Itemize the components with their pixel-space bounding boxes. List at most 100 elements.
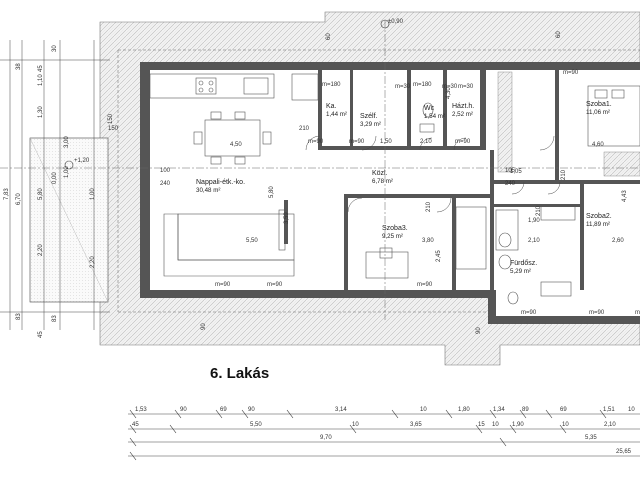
- interior-walls: [284, 70, 640, 290]
- opening-dim-12: m=90: [308, 139, 324, 145]
- left-dim-0: 7,83: [4, 188, 10, 200]
- left-dim-2: 5,80: [38, 188, 44, 200]
- opening-dim-3: m=90: [215, 282, 231, 288]
- opening-dim-1: m=180: [413, 82, 432, 88]
- opening-dim-11: m=30: [458, 84, 474, 90]
- bottom-dim-0-1: 90: [180, 407, 187, 413]
- bottom-dim-1-6: 1,90: [512, 422, 524, 428]
- room-area-5: 11,06 m²: [586, 109, 610, 116]
- room-name-6: Közl.: [372, 170, 388, 177]
- balcony-left: [29, 137, 109, 303]
- bottom-dim-1-3: 3,65: [410, 422, 422, 428]
- opening-dim-19: 100: [160, 168, 171, 174]
- opening-dim-10: m=30: [442, 84, 458, 90]
- bottom-dim-0-6: 1,80: [458, 407, 470, 413]
- interior-dim-14: 4,30: [446, 87, 452, 99]
- opening-dim-2: m=90: [563, 70, 579, 76]
- plan-title: 6. Lakás: [210, 365, 269, 382]
- left-dim-10: 1,10: [38, 74, 44, 86]
- left-dim-5: 3,00: [64, 136, 70, 148]
- interior-dim-7: 5,80: [269, 186, 275, 198]
- opening-dim-20: 240: [160, 181, 171, 187]
- bottom-dim-3-0: 25,65: [616, 449, 632, 455]
- room-name-4: Házt.h.: [452, 103, 474, 110]
- opening-dim-15: 90: [201, 323, 207, 330]
- left-dim-12: 38: [16, 63, 22, 70]
- bottom-dim-0-5: 10: [420, 407, 427, 413]
- section-lines: [0, 19, 640, 320]
- interior-dim-0: 4,50: [230, 142, 242, 148]
- opening-dim-0: m=180: [322, 82, 341, 88]
- opening-dim-6: m=90: [521, 310, 537, 316]
- bottom-dim-1-4: 15: [478, 422, 485, 428]
- interior-dim-3: 2,10: [528, 238, 540, 244]
- room-area-0: 30,48 m²: [196, 187, 220, 194]
- bottom-dim-0-11: 10: [628, 407, 635, 413]
- room-name-3: Wc: [424, 105, 435, 112]
- bottom-dim-0-9: 69: [560, 407, 567, 413]
- opening-dim-8: m=90: [635, 310, 640, 316]
- interior-dim-13: 1,90: [528, 218, 540, 224]
- bottom-dim-1-2: 10: [352, 422, 359, 428]
- level-mark-left: +1,20: [74, 158, 90, 164]
- bottom-dim-0-7: 1,34: [493, 407, 505, 413]
- opening-dim-28: 150: [108, 126, 119, 132]
- left-dimension-lines: [0, 40, 110, 330]
- left-dim-4: 2,20: [90, 256, 96, 268]
- interior-dim-5: 4,60: [592, 142, 604, 148]
- room-name-5: Szoba1.: [586, 101, 612, 108]
- opening-dim-7: m=90: [589, 310, 605, 316]
- bottom-dim-0-3: 90: [248, 407, 255, 413]
- left-dim-1: 6,70: [16, 193, 22, 205]
- opening-dim-5: m=90: [417, 282, 433, 288]
- left-dim-8: 0,00: [52, 172, 58, 184]
- bottom-dim-1-1: 5,50: [250, 422, 262, 428]
- opening-dim-4: m=90: [267, 282, 283, 288]
- bottom-dim-1-5: 10: [492, 422, 499, 428]
- opening-dim-13: m=90: [349, 139, 365, 145]
- room-area-1: 1,44 m²: [326, 111, 347, 118]
- interior-dim-2: 3,80: [422, 238, 434, 244]
- interior-dim-8: 3,59: [284, 212, 290, 224]
- opening-dim-14: m=90: [455, 139, 471, 145]
- room-area-6: 6,78 m²: [372, 178, 393, 185]
- room-area-7: 9,25 m²: [382, 233, 403, 240]
- room-name-8: Fürdősz.: [510, 260, 537, 267]
- bottom-dim-0-4: 3,14: [335, 407, 347, 413]
- bottom-dim-1-7: 10: [562, 422, 569, 428]
- bottom-dim-2-0: 9,70: [320, 435, 332, 441]
- interior-dim-12: 2,10: [420, 139, 432, 145]
- interior-dim-4: 2,60: [612, 238, 624, 244]
- opening-dim-22: 240: [505, 181, 516, 187]
- bottom-dim-0-8: 89: [522, 407, 529, 413]
- bottom-dim-0-0: 1,53: [135, 407, 147, 413]
- opening-dim-23: 210: [299, 126, 310, 132]
- bottom-dimension-lines: [128, 409, 640, 461]
- interior-dim-9: 2,45: [436, 250, 442, 262]
- left-dim-9: 1,30: [38, 106, 44, 118]
- bottom-dim-0-10: 1,51: [603, 407, 615, 413]
- interior-dim-6: 4,43: [622, 190, 628, 202]
- opening-dim-18: 90: [476, 327, 482, 334]
- opening-dim-26: 210: [561, 169, 567, 180]
- room-name-2: Szélf.: [360, 113, 378, 120]
- room-name-7: Szoba3.: [382, 225, 408, 232]
- room-name-1: Ka.: [326, 103, 337, 110]
- interior-dim-1: 5,50: [246, 238, 258, 244]
- outer-walls: [117, 49, 640, 324]
- left-dim-13: 45: [38, 65, 44, 72]
- left-dim-3: 2,20: [38, 244, 44, 256]
- opening-dim-27: 150: [108, 113, 114, 124]
- room-area-3: 1,54 m²: [424, 113, 445, 120]
- bottom-dim-1-8: 2,10: [604, 422, 616, 428]
- door-swings: [305, 135, 561, 213]
- left-dim-11: 30: [52, 45, 58, 52]
- interior-dim-10: 1,05: [510, 169, 522, 175]
- opening-dim-17: 60: [556, 31, 562, 38]
- left-dim-15: 83: [52, 315, 58, 322]
- opening-dim-21: 105: [505, 168, 516, 174]
- room-area-2: 3,29 m²: [360, 121, 381, 128]
- left-dim-16: 45: [38, 331, 44, 338]
- bottom-dim-0-2: 69: [220, 407, 227, 413]
